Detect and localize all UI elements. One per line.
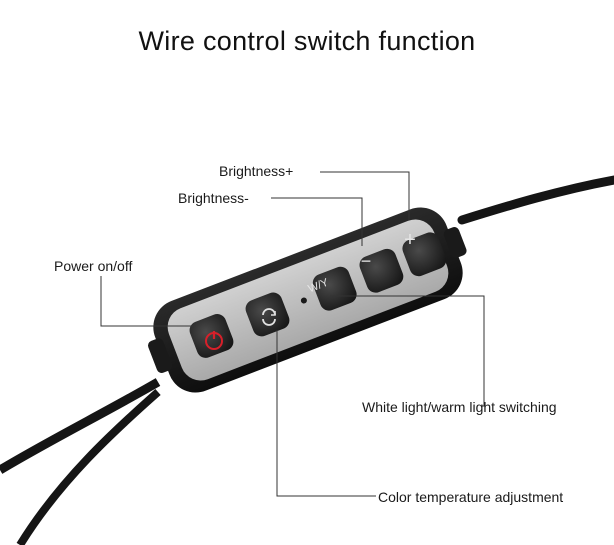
cable-left	[0, 378, 161, 474]
label-white-warm: White light/warm light switching	[362, 399, 557, 415]
minus-button	[359, 248, 404, 293]
cycle-icon	[262, 308, 276, 326]
minus-icon: −	[361, 251, 372, 271]
plus-icon: +	[404, 229, 416, 251]
leader-white-warm	[330, 295, 485, 407]
label-color-temp: Color temperature adjustment	[378, 489, 564, 505]
leader-lines	[100, 171, 485, 497]
plus-button	[402, 232, 447, 277]
power-icon	[205, 331, 223, 350]
leader-power	[100, 276, 196, 327]
leader-color-temp	[276, 330, 376, 497]
leader-brightness-plus	[320, 171, 410, 220]
indicator-led	[300, 297, 307, 304]
label-brightness-minus: Brightness-	[178, 190, 249, 206]
controller-body	[148, 207, 467, 393]
color-temp-button	[245, 292, 290, 337]
label-brightness-plus: Brightness+	[219, 163, 294, 179]
wy-button	[312, 266, 357, 311]
cable-right	[457, 175, 614, 225]
label-power: Power on/off	[54, 258, 133, 274]
cable-left-lower	[16, 389, 161, 545]
leader-brightness-minus	[271, 197, 363, 246]
power-button	[189, 314, 234, 358]
page-title: Wire control switch function	[138, 26, 476, 56]
